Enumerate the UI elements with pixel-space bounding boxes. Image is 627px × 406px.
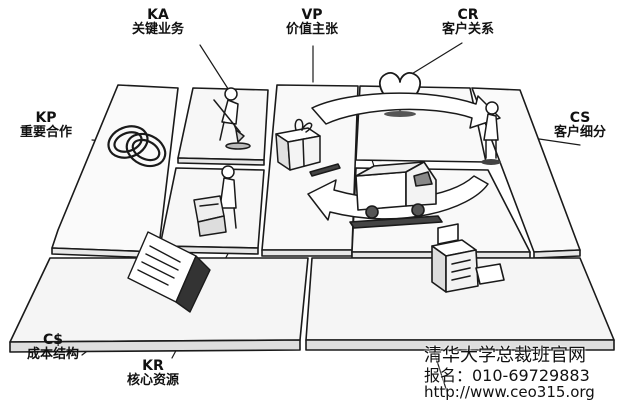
vp-name: 价值主张 (285, 22, 338, 38)
receipt-document-icon (127, 231, 211, 313)
cost-name: 成本结构 (26, 347, 79, 363)
cs-code: CS (569, 110, 591, 126)
kp-name: 重要合作 (19, 125, 72, 141)
truck-icon (349, 161, 443, 229)
watermark-title: 清华大学总裁班官网 (424, 345, 586, 366)
ka-code: KA (147, 7, 169, 23)
kr-name: 核心资源 (126, 373, 179, 389)
watermark-phone: 报名：010-69729883 (424, 366, 590, 385)
worker-with-boxes-icon (193, 165, 237, 237)
ka-name: 关键业务 (131, 22, 184, 38)
kp-code: KP (35, 110, 57, 126)
cr-code: CR (457, 7, 479, 23)
digging-worker-icon (213, 87, 251, 150)
revenue-panel (305, 257, 615, 351)
cs-name: 客户细分 (553, 125, 606, 141)
ka-label: KA 关键业务 (108, 7, 208, 38)
watermark-url: http://www.ceo315.org (424, 383, 595, 401)
kp-label: KP 重要合作 (0, 110, 92, 141)
cr-name: 客户关系 (441, 22, 494, 38)
cost-code: C$ (42, 332, 63, 348)
cash-register-icon (431, 223, 505, 293)
flow-arrows (307, 92, 501, 221)
cs-panel (471, 87, 581, 259)
cs-label: CS 客户细分 (540, 110, 620, 141)
gift-box-icon (275, 118, 341, 177)
cost-panel (9, 257, 309, 353)
vp-label: VP 价值主张 (262, 7, 362, 38)
cr-label: CR 客户关系 (418, 7, 518, 38)
customer-person-icon (481, 101, 501, 165)
interlocking-rings-icon (107, 125, 167, 168)
vp-code: VP (301, 7, 323, 23)
cost-label: C$ 成本结构 (8, 332, 98, 363)
kr-code: KR (142, 358, 164, 374)
kr-label: KR 核心资源 (108, 358, 198, 389)
